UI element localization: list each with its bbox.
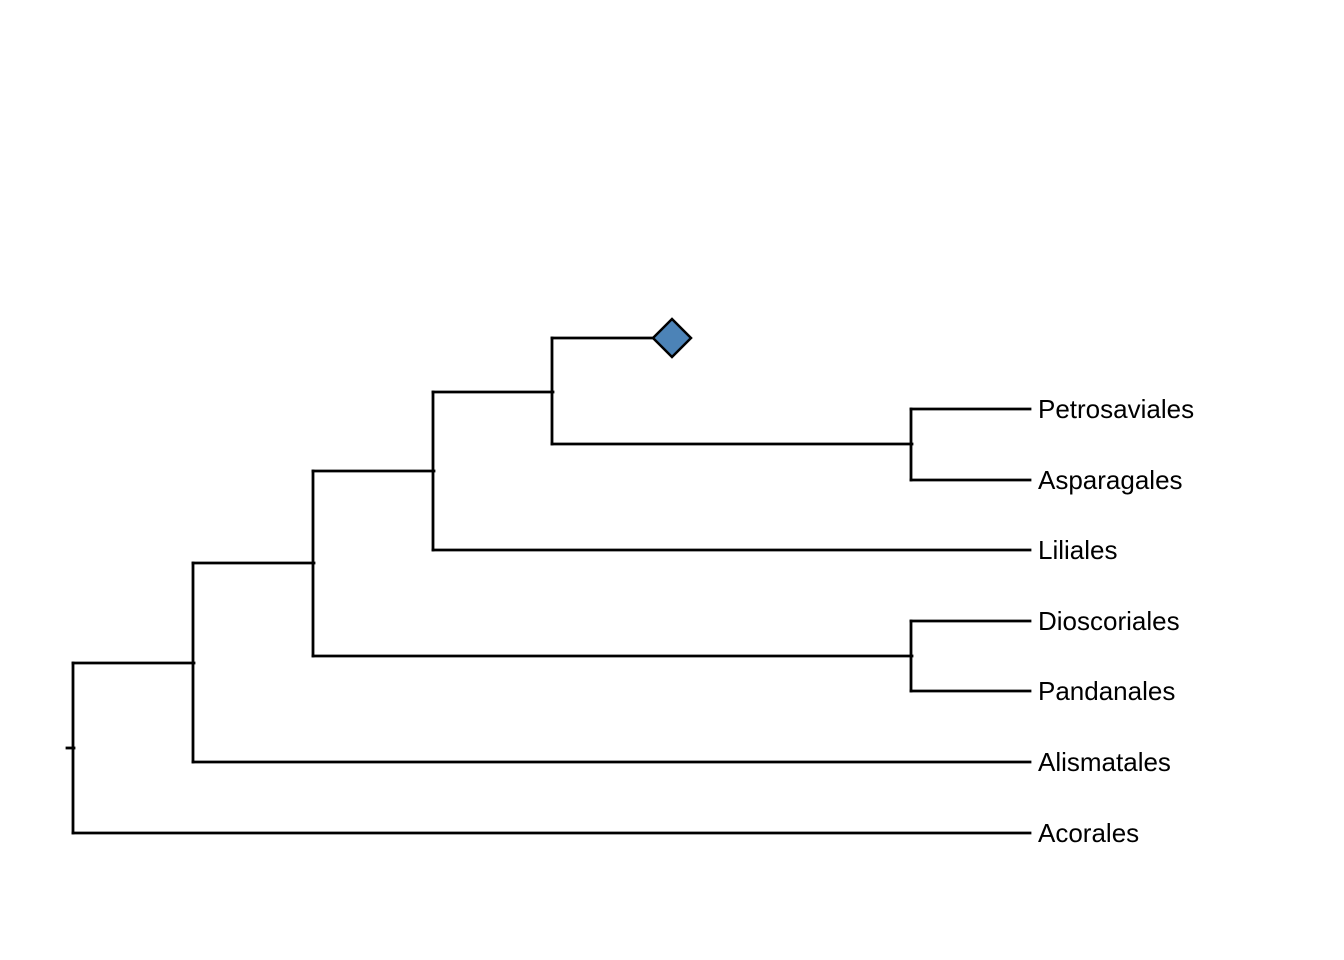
taxon-label-liliales: Liliales (1038, 535, 1118, 565)
taxon-label-pandanales: Pandanales (1038, 676, 1175, 706)
collapsed-clade-diamond-icon (651, 317, 693, 359)
taxon-label-asparagales: Asparagales (1038, 465, 1183, 495)
taxon-label-alismatales: Alismatales (1038, 747, 1171, 777)
taxon-label-petrosaviales: Petrosaviales (1038, 394, 1194, 424)
taxon-label-acorales: Acorales (1038, 818, 1139, 848)
taxon-label-dioscoriales: Dioscoriales (1038, 606, 1180, 636)
